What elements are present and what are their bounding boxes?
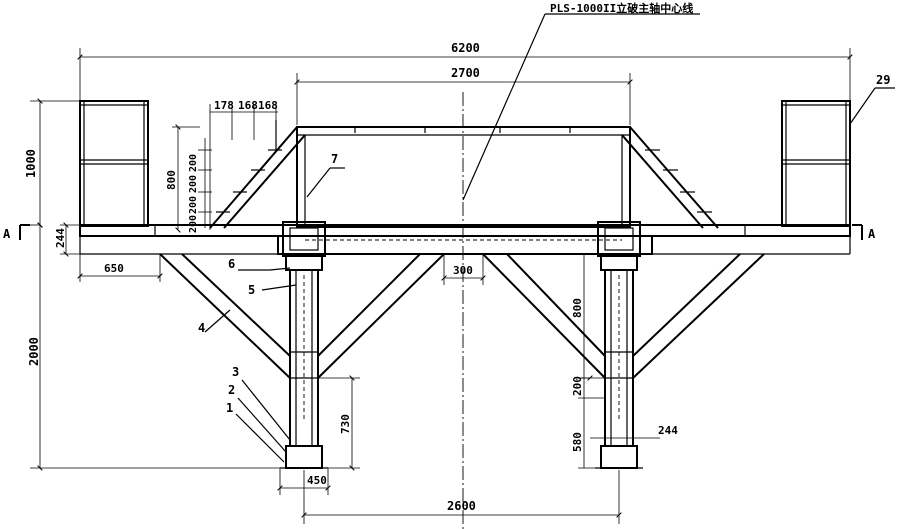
dim-lower-height-right-text: 580 [571,432,584,452]
section-mark-right-text: A [868,227,876,241]
deck [79,224,851,255]
left-railing [79,100,149,227]
dim-deck-depth-text: 244 [54,228,67,248]
label-1: 1 [226,401,233,415]
dim-riser-1-text: 200 [188,154,199,172]
dim-step-1-text: 178 [214,99,234,112]
label-7: 7 [331,152,338,166]
dim-step-2-text: 168 [238,99,258,112]
dim-stair-height-text: 800 [165,170,178,190]
dim-column-span: 2600 [301,470,622,524]
section-mark-left: A [3,224,30,241]
dim-base-width-text: 450 [307,474,327,487]
label-29: 29 [876,73,890,87]
dim-inner-width-text: 2700 [451,66,480,80]
dim-riser-3-text: 200 [188,196,199,214]
dim-inner-width: 2700 [294,66,633,125]
dim-cantilever-text: 650 [104,262,124,275]
upper-frame [296,126,631,228]
label-5: 5 [248,283,255,297]
dim-lower-height-left: 730 [318,375,360,471]
label-7-leader [306,167,331,198]
part-leaders-left: 6 5 4 3 2 1 [198,257,297,463]
dim-riser-4-text: 200 [188,215,199,233]
dim-step-3-text: 168 [258,99,278,112]
dim-column-width: 244 [590,424,678,439]
section-mark-left-text: A [3,227,11,241]
left-stair [209,120,306,229]
label-2: 2 [228,383,235,397]
dim-deck-depth: 244 [54,222,80,257]
dim-steps: 178 168 168 [209,99,278,230]
dim-center-gap: 300 [441,254,486,285]
label-3: 3 [232,365,239,379]
dim-riser-2-text: 200 [188,175,199,193]
dim-cantilever: 650 [77,254,163,282]
dim-base-width: 450 [277,468,331,495]
right-support [482,221,765,469]
label-29-leader [849,87,876,125]
dim-plate-spacing-text: 200 [571,376,584,396]
left-support [159,221,445,469]
dim-overall-width: 6200 [77,41,853,105]
right-stair [621,126,719,229]
label-4: 4 [198,321,205,335]
dim-column-width-text: 244 [658,424,678,437]
dim-overall-width-text: 6200 [451,41,480,55]
dim-stair: 800 200 200 200 200 [165,124,212,233]
dim-center-gap-text: 300 [453,264,473,277]
label-6: 6 [228,257,235,271]
section-mark-right: A [852,224,876,241]
dim-lower-height-left-text: 730 [339,414,352,434]
dim-railing-height-text: 1000 [24,149,38,178]
dim-column-height-text: 2000 [27,337,41,366]
dim-brace-height-text: 800 [571,298,584,318]
right-railing [781,100,851,227]
dim-right-column: 800 200 580 [571,253,605,469]
dim-railing-height: 1000 [24,98,80,228]
centerline-label: PLS-1000II立破主轴中心线 [550,1,693,15]
dim-column-span-text: 2600 [447,499,476,513]
dim-column-height: 2000 [27,222,285,471]
centerline-leader [462,13,546,201]
